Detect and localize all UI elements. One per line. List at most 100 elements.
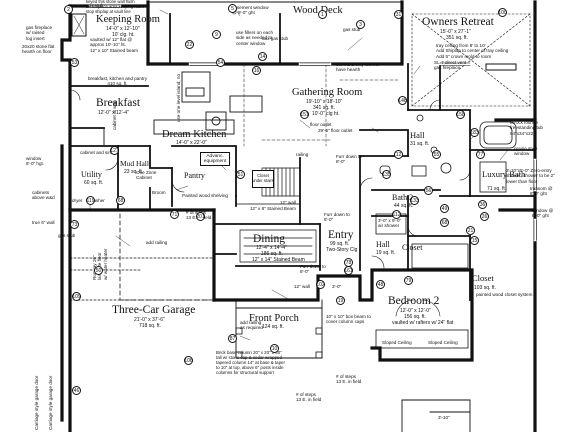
tag-15: 15 <box>470 236 479 245</box>
direct-vent-note: SL-7 direct vent gas fireplace <box>434 60 467 71</box>
mud-hall-size: 23 sq. ft. <box>124 169 144 175</box>
bath-fixtures <box>375 114 517 349</box>
furr-down-1-note: Furr down to 8'-0" <box>336 154 362 165</box>
tag-55: 55 <box>432 150 441 159</box>
casement-note: casement window @ 9'-0" ght <box>232 5 269 16</box>
steps-2-note: # of steps 13 E. in field <box>296 392 322 403</box>
dryer-note: dryer <box>72 198 83 203</box>
tray-ceiling <box>411 13 531 107</box>
tag-12: 12 <box>394 150 403 159</box>
runway-note: Runway 26" laminate floor w/ water heate… <box>92 248 108 280</box>
luxury-bath-label: Luxury Bath <box>482 169 526 179</box>
tag-71: 71 <box>170 210 179 219</box>
gas-stub-mid-note: gas stub <box>343 27 361 32</box>
tag-48: 48 <box>376 280 385 289</box>
cabinet-sink-note: cabinet and sink <box>80 150 114 155</box>
entry-label: Entry <box>328 229 354 241</box>
tag-2: 2 <box>64 5 73 14</box>
surround-note: surround only will not have hearth <box>336 62 380 73</box>
owners-retreat-size: 15'-0" x 27'-1" <box>440 29 471 35</box>
stained-beam-note: 12" x 8" Stained Beam <box>250 206 296 211</box>
fireplace-note: keyed this stone wall flush for fireplac… <box>86 0 144 14</box>
floor-outlet-2-note: 29'-6" floor outlet <box>318 128 353 133</box>
porch-columns <box>235 327 323 359</box>
closet-right-label: Closet <box>472 273 494 283</box>
bedroom-2-area: 156 sq. ft. <box>404 314 426 320</box>
dim-bottom-right: 3'-10" <box>438 415 450 420</box>
tag-26: 26 <box>480 212 489 221</box>
hall-upper-label: Hall <box>410 130 425 140</box>
garage-size: 21'-0" x 37'-6" <box>134 317 165 323</box>
kitchen <box>103 71 263 147</box>
breakfast-size: 12'-0" x 12'-4" <box>98 110 129 116</box>
tag-183: 183 <box>470 128 479 137</box>
hall-lower-label: Hall <box>376 240 390 249</box>
tag-106: 106 <box>184 356 193 365</box>
garage-label: Three-Car Garage <box>112 304 196 316</box>
tag-109: 109 <box>72 292 81 301</box>
tag-54: 54 <box>216 58 225 67</box>
tag-68: 68 <box>116 196 125 205</box>
cabinet-wall-vertical-note: cabinet at wall <box>112 100 117 130</box>
carriage-door-note-1: Carriage style garage door <box>34 375 39 430</box>
dining-area: 186 sq. ft. <box>261 251 283 257</box>
tag-5: 5 <box>228 4 237 13</box>
sloped-ceiling-2: Sloped Ceiling <box>428 340 458 345</box>
true-wall-note: true 6" wall <box>32 220 55 225</box>
tag-112: 112 <box>392 210 401 219</box>
tag-77: 77 <box>476 150 485 159</box>
tag-9: 9 <box>212 30 221 39</box>
transom-note: transom @ 8'-0" ght <box>530 186 553 197</box>
entry-area: 99 sq. ft. <box>330 241 350 247</box>
dream-kitchen-size: 14'-0" x 22'-0" <box>176 140 207 146</box>
tag-14: 14 <box>258 52 267 61</box>
tag-46: 46 <box>72 386 81 395</box>
tag-1: 1 <box>318 10 327 19</box>
broom-note: Broom <box>152 190 166 195</box>
closet-under-stairs-box: Closet under stairs <box>252 170 274 188</box>
lounge-tub-note: MAXX lounge freestanding tub 64"x34"x22" <box>510 120 543 136</box>
tag-79: 79 <box>404 276 413 285</box>
aux-gas-note: aux gas stub <box>262 36 289 41</box>
tag-21: 21 <box>466 226 475 235</box>
gas-stub-garage-note: gas stub <box>58 233 76 238</box>
vaulted-note: vaulted w/ 12" flat @ approx 10'-10" ht.… <box>90 37 138 53</box>
gathering-room-note: 10'-0" clg ht. <box>312 111 340 117</box>
gas-fireplace-left-note: gas fireplace w/ raised log insert <box>26 25 53 41</box>
bedroom-2-label: Bedroom 2 <box>388 295 440 307</box>
furr-down-2-note: Furr down to 8'-0" <box>324 212 350 223</box>
pantry-label: Pantry <box>184 171 205 180</box>
front-porch-area: 124 sq. ft. <box>262 324 284 330</box>
cabinets-above-note: cabinets above w&d <box>32 190 55 201</box>
zero-entry-note: 3'-10"x5'-0" Zero-entry shower, shower t… <box>506 168 555 184</box>
utility-label: Utility <box>81 170 102 179</box>
tag-22: 22 <box>185 40 194 49</box>
ceiling-note: tray ceiling from 8' to 10' Add Shiplap … <box>436 43 509 59</box>
closet-right-note: painted wood closet system <box>476 292 533 297</box>
one-zone-note: One Zone Cabinet <box>136 170 157 181</box>
box-beam-note: 10" x 10" box beam to cover column caps <box>326 314 371 325</box>
interior-walls <box>69 13 536 301</box>
tag-16: 16 <box>252 66 261 75</box>
frame-3-note: 3'-0" <box>332 284 342 289</box>
floor-outlet-note: floor outlet <box>310 122 332 127</box>
washer-note: washer <box>90 198 105 203</box>
add-railing-note: add railing <box>146 240 168 245</box>
front-porch-label: Front Porch <box>249 313 299 324</box>
hall-lower-area: 19 sq. ft. <box>376 250 396 256</box>
window-left-note: window 8'-0" hgt. <box>26 156 45 167</box>
railing-note: railing <box>296 152 309 157</box>
dining-note: 12" x 14" Stained Beam <box>252 257 305 263</box>
breakfast-label: Breakfast <box>96 97 141 109</box>
tag-36: 36 <box>478 200 487 209</box>
tag-201: 201 <box>196 212 205 221</box>
gathering-room-size: 19'-10" x 18'-10" <box>306 99 343 105</box>
island-vertical-note: use one level island, no <box>176 73 181 122</box>
tag-53: 53 <box>70 58 79 67</box>
tag-51: 51 <box>236 170 245 179</box>
hall-upper-area: 31 sq. ft. <box>410 141 430 147</box>
sloped-ceiling-1: Sloped Ceiling <box>382 340 412 345</box>
tag-133: 133 <box>410 196 419 205</box>
wood-deck-label: Wood Deck <box>293 5 343 16</box>
